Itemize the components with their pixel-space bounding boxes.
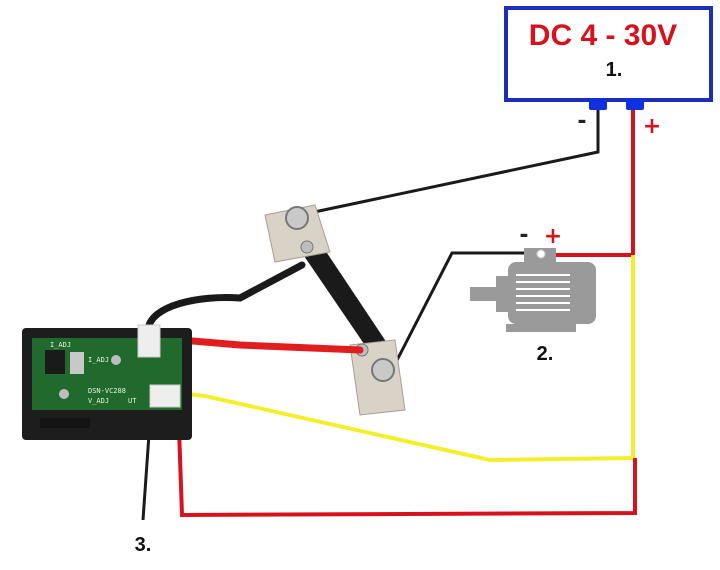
motor: - + 2. (470, 223, 596, 365)
power-supply-box (504, 6, 713, 102)
meter-voltage-connector (149, 384, 181, 408)
motor-positive-terminal (536, 249, 546, 259)
shunt-top-bolt (285, 206, 309, 230)
power-supply-number: 1. (606, 59, 623, 81)
shunt-bottom-bolt (371, 358, 395, 382)
psu-positive-sign: + (643, 114, 661, 139)
meter-resistor-array (70, 352, 84, 374)
wire-psu-negative-to-shunt (299, 110, 600, 217)
wire-motor-negative-to-shunt (391, 251, 538, 369)
psu-positive-terminal (626, 98, 644, 110)
meter-current-connector (137, 324, 161, 358)
meter-vadj-potentiometer (59, 389, 69, 399)
meter-label-iadj-1: I_ADJ (50, 341, 71, 349)
meter-model-label: DSN-VC288 (88, 387, 126, 395)
meter-chip (45, 350, 65, 374)
meter-label-ut: UT (128, 397, 137, 405)
motor-shaft (470, 287, 496, 301)
motor-negative-sign: - (519, 223, 528, 248)
motor-front-flange (496, 276, 510, 312)
psu-negative-sign: - (577, 109, 586, 134)
motor-body (508, 262, 596, 324)
power-supply: DC 4 - 30V 1. - + (504, 6, 713, 139)
motor-number: 2. (537, 343, 554, 365)
meter-label-iadj-2: I_ADJ (88, 356, 109, 364)
current-shunt (264, 204, 406, 416)
shunt-top-screw (300, 240, 314, 254)
motor-positive-sign: + (544, 224, 562, 249)
motor-cooling-fins (516, 274, 570, 311)
meter-number: 3. (135, 534, 152, 556)
wire-meter-black-thick-lead (144, 261, 306, 334)
power-supply-label: DC 4 - 30V (529, 19, 677, 52)
wire-red-meter-power (176, 399, 637, 518)
wire-yellow-voltage-sense (179, 255, 635, 463)
motor-base (506, 324, 576, 332)
meter-bezel-tab (40, 418, 90, 428)
meter-iadj-potentiometer (111, 355, 121, 365)
meter-label-vadj: V_ADJ (88, 397, 109, 405)
shunt-resistor-element (300, 250, 395, 360)
volt-ammeter: I_ADJ I_ADJ DSN-VC288 V_ADJ UT 3. (22, 324, 192, 556)
psu-negative-terminal (589, 98, 607, 110)
